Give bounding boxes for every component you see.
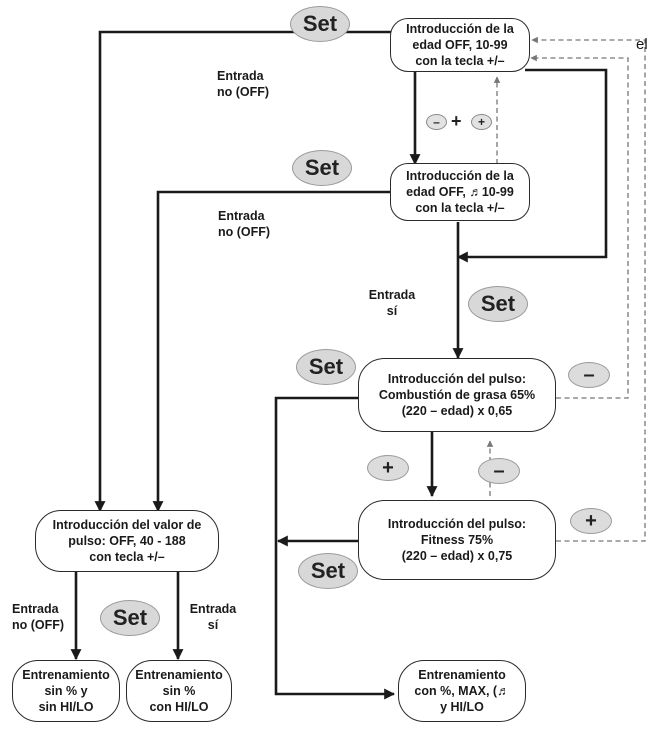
label-entry-yes-2: Entrada sí <box>185 601 241 634</box>
node-training-pct-line-1: Entrenamiento <box>418 668 506 682</box>
set-button-fitness: Set <box>298 553 358 589</box>
label-entry-no-3: Entrada no (OFF) <box>12 601 64 634</box>
node-age-input-2-line-3: con la tecla +/– <box>415 201 505 215</box>
node-age-input-1-line-3: con la tecla +/– <box>415 54 505 68</box>
label-entry-no-3-line-1: Entrada <box>12 602 59 616</box>
label-entry-no-2-line-1: Entrada <box>218 209 265 223</box>
node-age-input-1: Introducción de la edad OFF, 10-99 con l… <box>390 18 530 72</box>
label-entry-no-3-line-2: no (OFF) <box>12 618 65 633</box>
node-pulse-fitness-line-2: Fitness 75% <box>420 533 494 547</box>
node-pulse-fat-burn-line-1: Introducción del pulso: <box>387 372 527 386</box>
node-age-input-2: Introducción de la edad OFF, ♬10-99 con … <box>390 163 530 221</box>
minus-button-right: – <box>568 362 610 388</box>
node-training-pct-line-3: y HI/LO <box>440 700 484 714</box>
set-button-pulse-left: Set <box>296 349 356 385</box>
label-entry-yes-1-line-1: Entrada <box>368 288 416 302</box>
set-button-top: Set <box>290 6 350 42</box>
arrow-pulse-fat-exit <box>274 396 396 700</box>
plus-button-right: + <box>570 508 612 534</box>
arrow-age1-to-pulse-value <box>94 30 392 513</box>
dashed-fat-to-age1 <box>530 54 629 399</box>
node-training-hilo-line-3: con HI/LO <box>149 700 209 714</box>
dashed-fitness-to-age1 <box>531 36 646 542</box>
node-training-no-pct-line-2: sin % y <box>44 684 88 698</box>
label-entry-yes-1: Entrada sí <box>362 287 422 320</box>
node-age-input-2-line-1: Introducción de la <box>406 169 514 183</box>
label-entry-no-1-line-2: no (OFF) <box>217 85 270 100</box>
label-entry-no-1-line-1: Entrada <box>217 69 264 83</box>
node-age-input-1-line-2: edad OFF, 10-99 <box>412 38 508 52</box>
node-pulse-fat-burn-line-3: (220 – edad) x 0,65 <box>401 404 513 418</box>
set-button-age2: Set <box>292 150 352 186</box>
plus-button-left: + <box>367 455 409 481</box>
node-training-no-pct-line-3: sin HI/LO <box>38 700 94 714</box>
node-pulse-fat-burn: Introducción del pulso: Combustión de gr… <box>358 358 556 432</box>
plus-icon-small: + <box>471 114 492 130</box>
node-pulse-fitness: Introducción del pulso: Fitness 75% (220… <box>358 500 556 580</box>
node-age-input-2-line-2: edad OFF, ♬10-99 <box>406 185 514 199</box>
arrow-age1-loop-right <box>456 68 608 263</box>
set-button-pulse-value: Set <box>100 600 160 636</box>
arrow-age2-to-pulse-value <box>152 190 392 513</box>
node-training-hilo: Entrenamiento sin % con HI/LO <box>126 660 232 722</box>
label-entry-no-2-line-2: no (OFF) <box>218 225 271 240</box>
minus-icon-small: – <box>426 114 447 130</box>
node-training-hilo-line-2: sin % <box>162 684 196 698</box>
label-entry-no-1: Entrada no (OFF) <box>217 68 269 101</box>
node-pulse-fat-burn-line-2: Combustión de grasa 65% <box>378 388 536 402</box>
node-training-no-pct: Entrenamiento sin % y sin HI/LO <box>12 660 120 722</box>
node-pulse-value-line-1: Introducción del valor de <box>52 518 202 532</box>
node-training-pct: Entrenamiento con %, MAX, (♬ y HI/LO <box>398 660 526 722</box>
set-button-pulse-fat: Set <box>468 286 528 322</box>
node-training-hilo-line-1: Entrenamiento <box>135 668 223 682</box>
label-entry-yes-2-line-1: Entrada <box>189 602 237 616</box>
node-pulse-fitness-line-3: (220 – edad) x 0,75 <box>401 549 513 563</box>
node-pulse-value-line-2: pulso: OFF, 40 - 188 <box>68 534 186 548</box>
label-entry-yes-1-line-2: sí <box>386 304 398 319</box>
minus-button-mid: – <box>478 458 520 484</box>
plus-sign-between: + <box>451 111 462 131</box>
node-pulse-value-line-3: con tecla +/– <box>89 550 165 564</box>
node-age-input-1-line-1: Introducción de la <box>406 22 514 36</box>
node-pulse-fitness-line-1: Introducción del pulso: <box>387 517 527 531</box>
label-el: el <box>636 36 648 53</box>
node-pulse-value: Introducción del valor de pulso: OFF, 40… <box>35 510 219 572</box>
label-entry-yes-2-line-2: sí <box>207 618 219 633</box>
label-entry-no-2: Entrada no (OFF) <box>218 208 270 241</box>
node-training-pct-line-2: con %, MAX, (♬ <box>414 684 510 698</box>
node-training-no-pct-line-1: Entrenamiento <box>22 668 110 682</box>
